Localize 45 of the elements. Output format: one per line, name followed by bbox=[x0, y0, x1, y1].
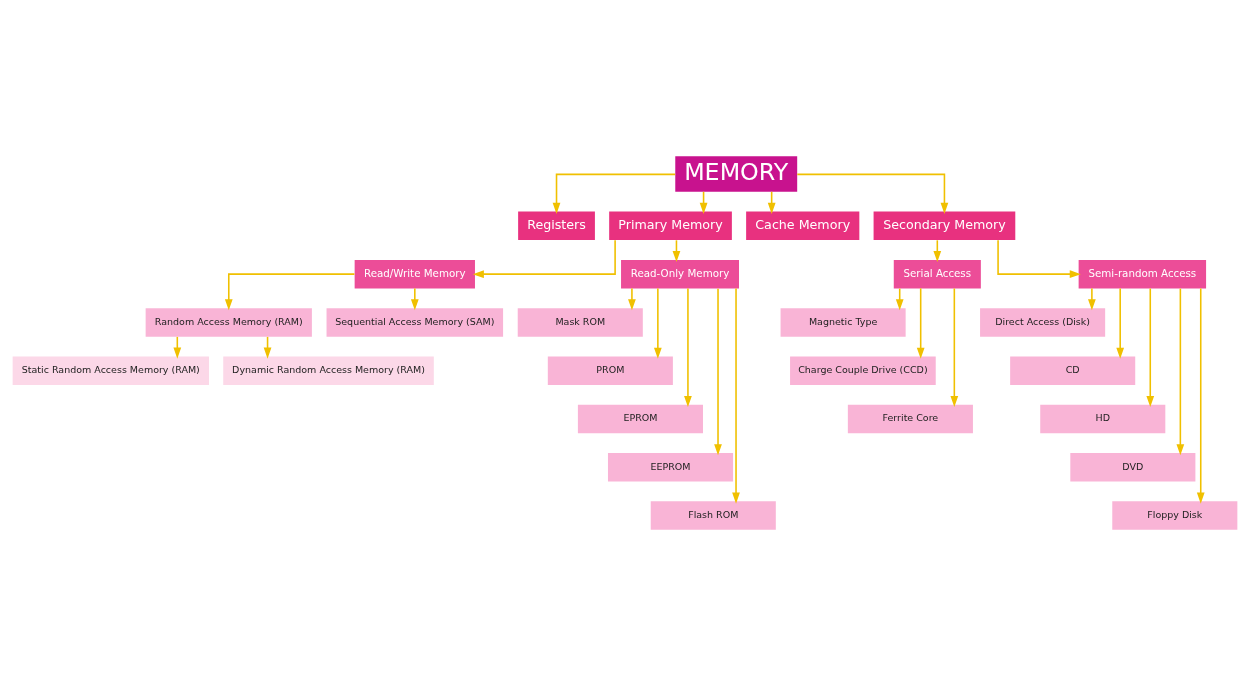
node-box: Static Random Access Memory (RAM) bbox=[12, 356, 209, 385]
node-box: DVD bbox=[1070, 453, 1196, 482]
node-box: Registers bbox=[518, 211, 595, 241]
node-box: EEPROM bbox=[608, 453, 734, 482]
node-box: Floppy Disk bbox=[1112, 501, 1238, 530]
node-box: CD bbox=[1010, 356, 1136, 385]
node-box: Semi-random Access bbox=[1078, 259, 1207, 289]
arrow bbox=[410, 287, 419, 311]
node-box: Magnetic Type bbox=[780, 308, 906, 337]
node-box: PROM bbox=[547, 356, 673, 385]
arrow bbox=[895, 287, 904, 311]
arrow bbox=[732, 287, 740, 504]
node-box: Random Access Memory (RAM) bbox=[145, 308, 312, 337]
arrow bbox=[1196, 287, 1205, 504]
arrow bbox=[224, 273, 356, 311]
arrow bbox=[472, 239, 616, 278]
arrow bbox=[714, 287, 722, 456]
node-box: Secondary Memory bbox=[873, 211, 1016, 241]
arrow bbox=[1176, 287, 1185, 456]
node-box: Flash ROM bbox=[650, 501, 776, 530]
arrow bbox=[628, 287, 636, 311]
node-box: Direct Access (Disk) bbox=[980, 308, 1106, 337]
arrow bbox=[1116, 287, 1125, 359]
node-box: Sequential Access Memory (SAM) bbox=[326, 308, 504, 337]
arrow bbox=[796, 173, 949, 214]
node-box: HD bbox=[1040, 404, 1166, 434]
node-box: Dynamic Random Access Memory (RAM) bbox=[223, 356, 434, 385]
arrow bbox=[653, 287, 662, 359]
node-box: EPROM bbox=[577, 404, 703, 434]
node-box: MEMORY bbox=[675, 156, 798, 192]
arrow bbox=[684, 287, 692, 408]
arrow bbox=[1146, 287, 1155, 408]
node-box: Read/Write Memory bbox=[354, 259, 475, 289]
node-box: Mask ROM bbox=[517, 308, 643, 337]
node-box: Serial Access bbox=[893, 259, 981, 289]
arrow bbox=[552, 173, 676, 214]
node-box: Ferrite Core bbox=[847, 404, 973, 434]
node-box: Read-Only Memory bbox=[621, 259, 739, 289]
node-box: Primary Memory bbox=[609, 211, 732, 241]
node-box: Charge Couple Drive (CCD) bbox=[790, 356, 936, 385]
node-box: Cache Memory bbox=[746, 211, 860, 241]
arrow bbox=[916, 287, 925, 359]
arrow bbox=[997, 239, 1081, 278]
arrow bbox=[950, 287, 959, 408]
arrow bbox=[1088, 287, 1096, 311]
